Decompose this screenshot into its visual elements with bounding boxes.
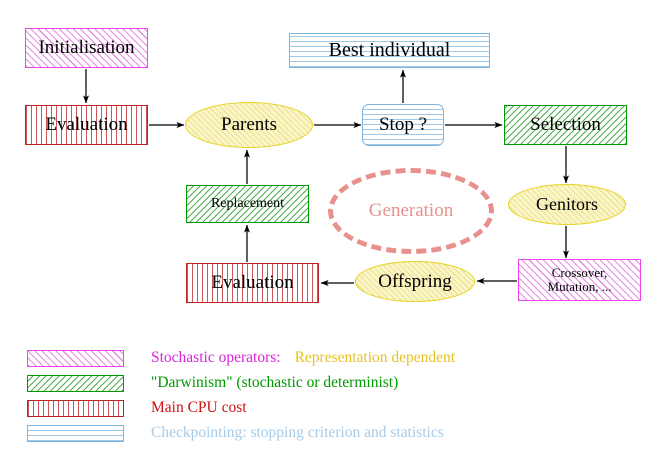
- legend-row-darwinism: "Darwinism" (stochastic or determinist): [27, 373, 398, 393]
- node-best-individual-label: Best individual: [328, 39, 451, 61]
- legend-swatch-red-stripe: [27, 399, 124, 417]
- legend-row-stochastic-operators: Stochastic operators: Representation depe…: [27, 348, 455, 368]
- legend-swatch-green-hatch: [27, 374, 124, 392]
- generation-annotation: Generation: [328, 168, 494, 254]
- node-crossover-mutation[interactable]: Crossover, Mutation, ...: [518, 259, 641, 301]
- node-selection[interactable]: Selection: [504, 105, 627, 145]
- legend-label-checkpointing: Checkpointing: stopping criterion and st…: [151, 424, 444, 441]
- node-evaluation-bottom[interactable]: Evaluation: [186, 263, 319, 303]
- node-evaluation-top-label: Evaluation: [45, 114, 128, 136]
- legend-row-checkpointing: Checkpointing: stopping criterion and st…: [27, 423, 444, 443]
- node-offspring[interactable]: Offspring: [355, 261, 475, 302]
- legend-text-primary: Stochastic operators:: [151, 349, 281, 366]
- node-parents[interactable]: Parents: [185, 102, 313, 148]
- generation-label: Generation: [368, 200, 454, 221]
- node-genitors[interactable]: Genitors: [508, 184, 626, 225]
- legend-text-secondary: Representation dependent: [294, 349, 456, 366]
- legend-label-darwinism: "Darwinism" (stochastic or determinist): [151, 374, 399, 391]
- node-initialisation-label: Initialisation: [38, 37, 135, 59]
- node-replacement-label: Replacement: [210, 195, 285, 211]
- legend-row-main-cpu-cost: Main CPU cost: [27, 398, 247, 418]
- node-evaluation-bottom-label: Evaluation: [211, 272, 294, 294]
- node-initialisation[interactable]: Initialisation: [25, 28, 148, 68]
- node-offspring-label: Offspring: [378, 270, 452, 292]
- legend-swatch-magenta-hatch: [27, 349, 124, 367]
- node-crossover-mutation-label: Crossover, Mutation, ...: [547, 265, 612, 294]
- legend-label-stochastic-operators: Stochastic operators: Representation depe…: [151, 349, 455, 367]
- node-selection-label: Selection: [530, 114, 601, 136]
- legend-swatch-blue-stripe: [27, 424, 124, 442]
- node-parents-label: Parents: [221, 114, 277, 136]
- node-best-individual[interactable]: Best individual: [289, 33, 490, 68]
- node-genitors-label: Genitors: [536, 194, 598, 215]
- node-stop-label: Stop ?: [378, 114, 428, 136]
- node-replacement[interactable]: Replacement: [186, 185, 309, 223]
- legend-label-main-cpu-cost: Main CPU cost: [151, 399, 247, 416]
- node-evaluation-top[interactable]: Evaluation: [25, 105, 148, 145]
- node-stop[interactable]: Stop ?: [362, 104, 444, 146]
